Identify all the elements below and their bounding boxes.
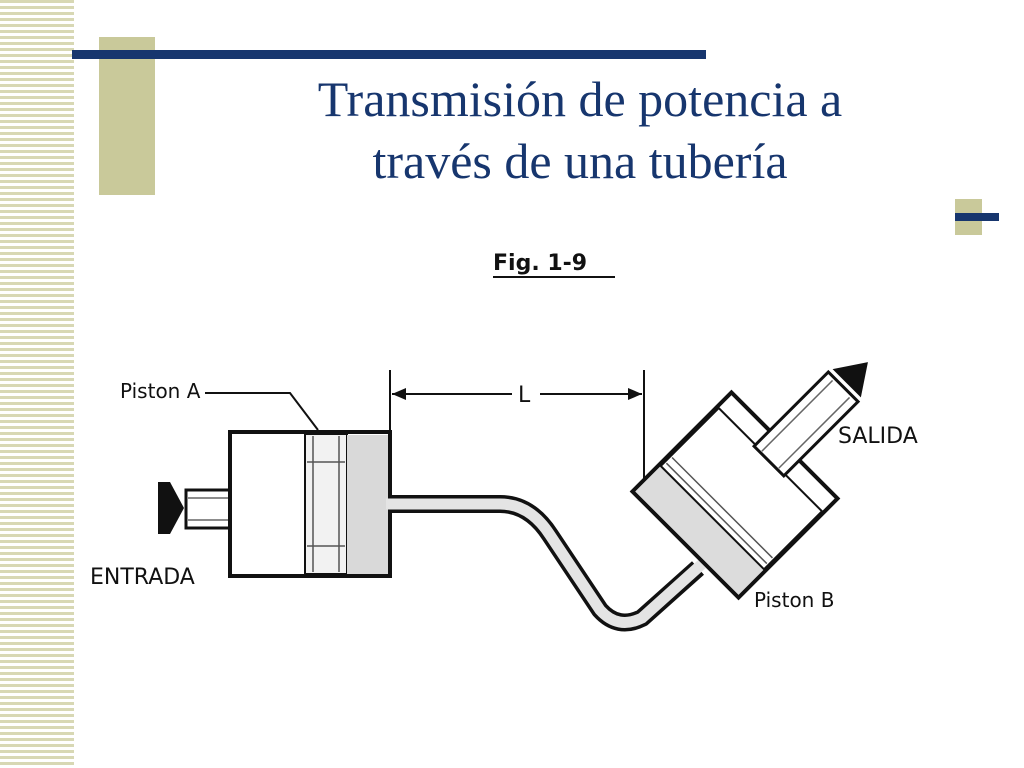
dimension-arrow-left bbox=[392, 388, 406, 400]
slide-title-line-1: Transmisión de potencia a bbox=[317, 71, 843, 127]
piston-b-label: Piston B bbox=[754, 588, 834, 612]
fluid-chamber-b bbox=[635, 466, 764, 595]
slide-title: Transmisión de potencia a través de una … bbox=[160, 68, 1000, 192]
connecting-pipe-fluid bbox=[386, 498, 706, 628]
hydraulic-transmission-diagram: Fig. 1-9 Piston A L ENTRADA SALIDA Pisto bbox=[90, 251, 918, 632]
dimension-label-bg bbox=[512, 380, 540, 408]
input-label: ENTRADA bbox=[90, 565, 195, 590]
title-rule bbox=[72, 50, 706, 59]
input-arrow-icon bbox=[158, 482, 184, 534]
piston-b-shading bbox=[665, 462, 768, 565]
piston-a bbox=[304, 433, 348, 575]
cylinder-b-group bbox=[629, 362, 868, 601]
left-stripe-decoration bbox=[0, 0, 74, 768]
corner-accent-bar bbox=[955, 213, 999, 221]
dimension-label: L bbox=[518, 383, 531, 408]
fluid-chamber-a bbox=[347, 435, 388, 574]
title-accent-square bbox=[99, 37, 155, 195]
piston-b-rod bbox=[751, 369, 861, 479]
piston-a-leader bbox=[205, 392, 319, 431]
piston-b-shading bbox=[671, 456, 774, 559]
slide-title-line-2: través de una tubería bbox=[372, 133, 788, 189]
output-arrow-icon bbox=[832, 362, 868, 398]
output-label: SALIDA bbox=[838, 424, 918, 449]
rod-b-shading bbox=[778, 396, 851, 469]
rod-b-shading bbox=[761, 379, 834, 452]
figure-caption: Fig. 1-9 bbox=[493, 251, 587, 276]
piston-a-label: Piston A bbox=[120, 379, 201, 403]
dimension-arrow-right bbox=[628, 388, 642, 400]
